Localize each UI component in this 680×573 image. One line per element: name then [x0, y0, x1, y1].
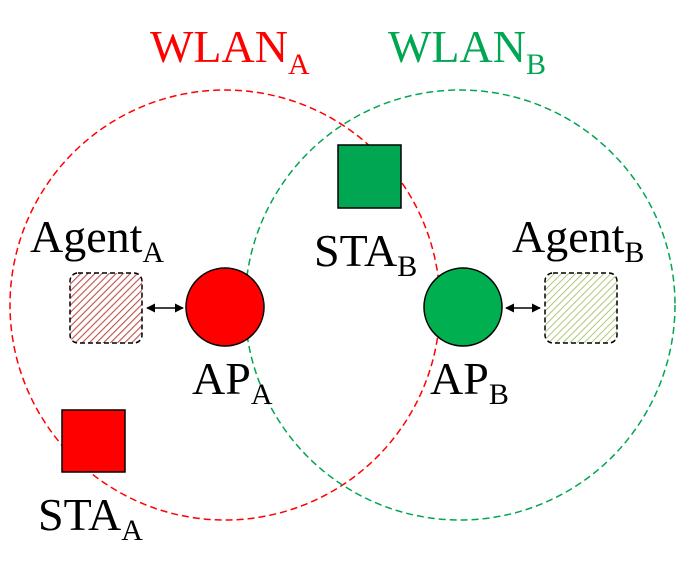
- sta-a-label: STAA: [38, 489, 143, 547]
- sta-b-square: [337, 144, 402, 209]
- ap-b-label: APB: [430, 353, 509, 411]
- ap-a-circle: [185, 267, 265, 347]
- agent-b-box: [544, 272, 618, 344]
- agent-a-label: AgentA: [30, 211, 164, 269]
- sta-b-label: STAB: [314, 225, 417, 283]
- wlan-b-title: WLANB: [388, 21, 546, 81]
- wlan-a-title: WLANA: [150, 21, 310, 81]
- agent-b-label: AgentB: [512, 211, 644, 269]
- agent-a-box: [69, 272, 143, 344]
- ap-a-label: APA: [192, 353, 273, 411]
- sta-a-square: [61, 409, 126, 473]
- ap-b-circle: [423, 267, 503, 347]
